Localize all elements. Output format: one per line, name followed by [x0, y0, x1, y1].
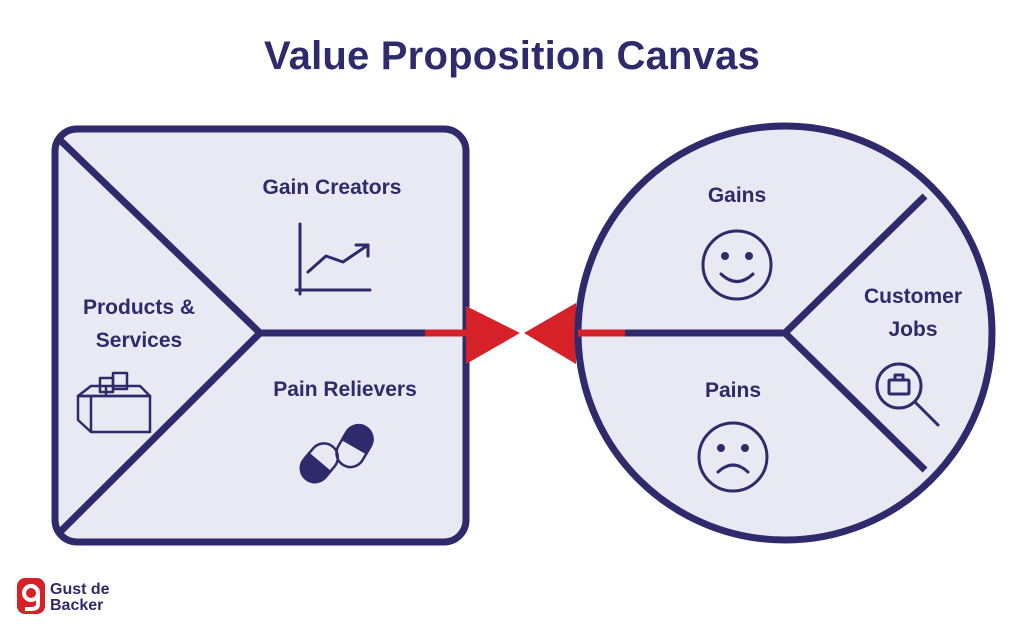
brand-logo-mark	[17, 578, 45, 614]
divider-top	[56, 136, 264, 337]
brand-name: Gust de Backer	[50, 582, 110, 614]
smiley-icon	[701, 229, 773, 301]
gain-creators-label: Gain Creators	[262, 176, 402, 199]
gains-label: Gains	[707, 184, 767, 207]
products-services-label-line2: Services	[95, 329, 183, 352]
brand-name-line2: Backer	[50, 597, 104, 614]
page-title: Value Proposition Canvas	[263, 34, 761, 78]
frown-icon	[697, 421, 769, 493]
divider-bottom	[56, 329, 264, 536]
divider-upper	[782, 193, 928, 336]
customer-profile	[574, 122, 996, 544]
products-services-label-line1: Products &	[82, 296, 195, 319]
pills-icon	[299, 423, 374, 484]
customer-jobs-label-line1: Customer	[863, 285, 963, 308]
briefcase-search-icon	[875, 362, 940, 427]
divider-lower	[782, 330, 928, 473]
pains-label: Pains	[704, 379, 762, 402]
arrow-left-icon	[524, 303, 576, 364]
brand-name-line1: Gust de	[50, 581, 110, 598]
customer-jobs-label-line2: Jobs	[888, 318, 938, 341]
pain-relievers-label: Pain Relievers	[273, 378, 417, 401]
chart-icon	[294, 222, 372, 296]
box-icon	[76, 371, 152, 434]
arrow-right-icon	[466, 306, 520, 364]
